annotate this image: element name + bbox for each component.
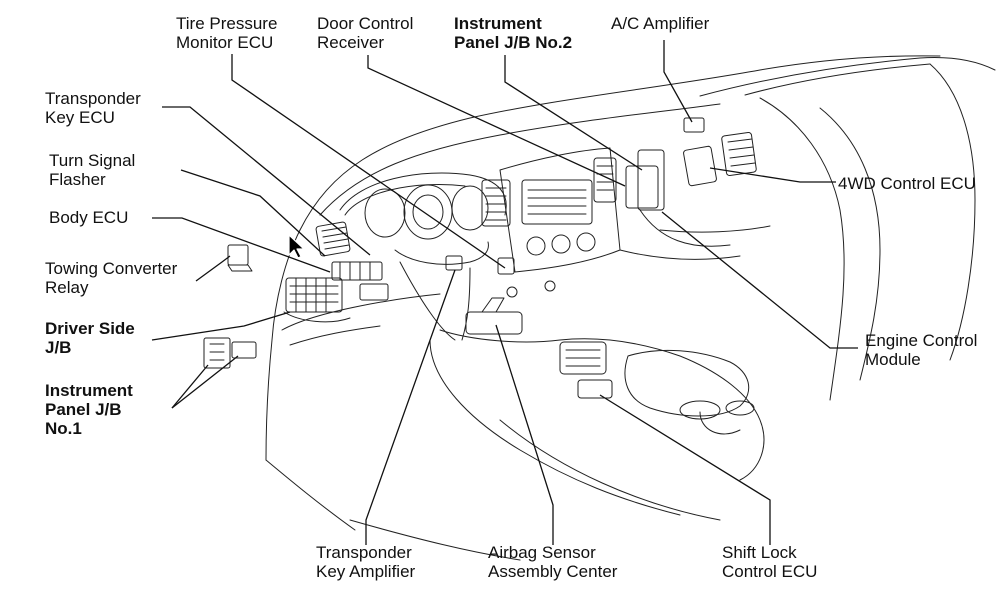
armrest [624,349,750,417]
leader-ac-amplifier [663,40,693,123]
label-tire-pressure-monitor-ecu: Tire Pressure Monitor ECU [176,14,278,52]
instrument-panel-jb-no1-part [203,337,231,369]
leader-ip-jb-no1-a [171,364,209,409]
gauge-center [403,184,453,240]
center-vent [481,179,511,227]
label-door-control-receiver: Door Control Receiver [317,14,414,52]
dash-top-outline [299,55,941,231]
airbag-sensor-box [465,311,523,335]
leader-shift-lock [599,394,771,545]
instrument-panel-jb-no2-box [625,165,659,209]
leader-transponder-amp [365,269,456,545]
leader-airbag [495,324,554,545]
mouse-pointer-arrow-icon [288,234,305,259]
label-shift-lock-control-ecu: Shift Lock Control ECU [722,543,818,581]
windshield-edge [699,57,996,97]
label-body-ecu: Body ECU [49,208,129,227]
switch-panel [331,261,383,281]
leader-ip-jb-no1-b [171,355,239,409]
dash-upper-rim [319,103,721,216]
4wd-control-ecu-box [683,145,717,187]
radio [521,179,593,225]
leader-body-ecu [152,217,331,273]
label-driver-side-jb: Driver Side J/B [45,319,135,357]
right-vent [721,131,757,177]
leader-turn-signal [180,169,326,257]
hvac-knob-right [576,232,596,252]
label-engine-control-module: Engine Control Module [865,331,978,369]
label-4wd-control-ecu: 4WD Control ECU [838,174,976,193]
leader-ecm [661,211,858,349]
gauge-right [451,185,489,231]
shift-lock-ecu-box [577,379,613,399]
right-center-vent [593,157,617,203]
gauge-left [364,188,406,238]
leader-transponder-key-ecu [162,106,371,256]
shifter-boot [559,341,607,375]
cupholder [679,400,721,420]
center-console [439,329,765,481]
leader-tire-pressure [231,54,506,269]
door-control-receiver-box [497,257,515,275]
steering-column [394,241,489,265]
label-transponder-key-amplifier: Transponder Key Amplifier [316,543,416,581]
leader-towing-relay [195,255,231,282]
label-airbag-sensor-assembly-center: Airbag Sensor Assembly Center [488,543,618,581]
label-transponder-key-ecu: Transponder Key ECU [45,89,141,127]
label-turn-signal-flasher: Turn Signal Flasher [49,151,136,189]
leader-ip-jb-no2 [504,55,643,171]
label-towing-converter-relay: Towing Converter Relay [45,259,178,297]
engine-control-module-box [637,149,665,211]
dash-left-edge [265,229,301,461]
leader-4wd [709,167,836,183]
label-instrument-panel-jb-no2: Instrument Panel J/B No.2 [454,14,573,52]
ac-amplifier-box [683,117,705,133]
hvac-knob-left [526,236,546,256]
towing-converter-relay-part [227,244,249,266]
label-ac-amplifier: A/C Amplifier [611,14,710,33]
floor-line [499,419,721,521]
transponder-key-amplifier-box [445,255,463,271]
lower-switch-panel [359,283,389,301]
leader-driver-jb [151,311,291,341]
label-instrument-panel-jb-no1: Instrument Panel J/B No.1 [45,381,133,438]
dash-right-edge [759,97,845,401]
leader-door-control [367,55,626,187]
driver-side-jb-box [285,277,343,313]
hvac-knob-center [551,234,571,254]
